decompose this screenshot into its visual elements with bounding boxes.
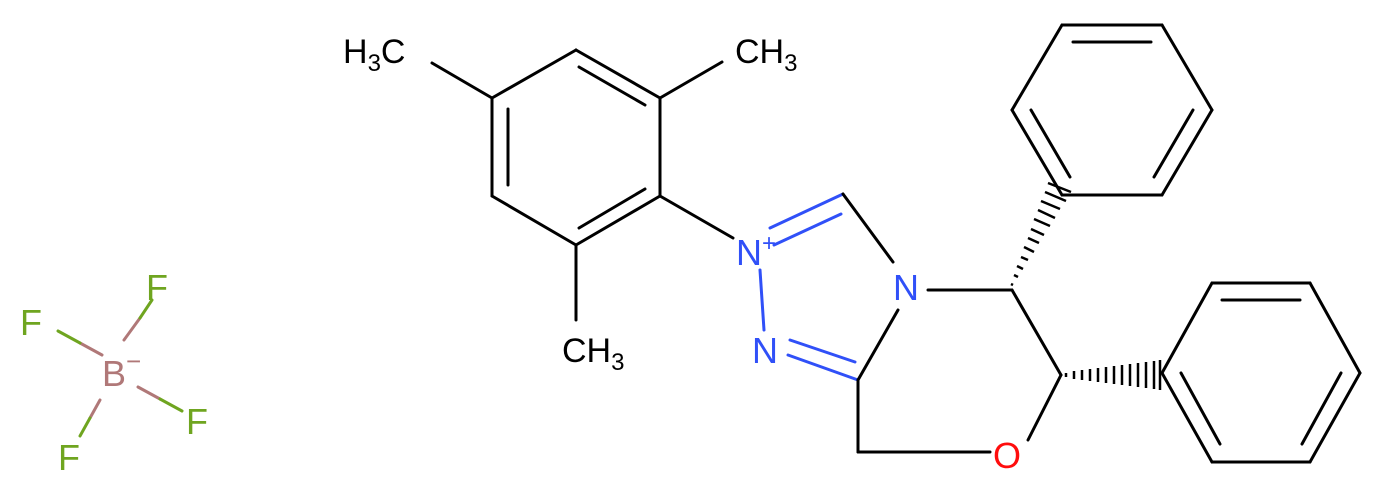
phenyl-ring-bottom <box>1160 281 1362 464</box>
boron-label: B− <box>102 346 141 394</box>
mesityl-ring <box>430 48 735 322</box>
stereo-hash-bonds <box>1010 181 1162 390</box>
nitrogen-low-label: N <box>752 330 778 371</box>
fluorine-label-top: F <box>146 267 168 308</box>
fluorine-label-bottom: F <box>58 437 80 478</box>
bf4-bonds <box>56 298 184 438</box>
fluorine-label-right: F <box>186 401 208 442</box>
oxygen-label: O <box>993 435 1021 476</box>
nitrogen-ring-label: N <box>893 267 919 308</box>
methyl-label-bottom: CH3 <box>562 332 624 376</box>
fluorine-label-left: F <box>20 302 42 343</box>
phenyl-ring-top <box>1010 23 1214 197</box>
triazolium-ring <box>758 192 1063 454</box>
nitrogen-plus-label: N+ <box>736 230 776 273</box>
methyl-label-top-right: CH3 <box>735 33 797 77</box>
methyl-label-top-left: H3C <box>343 33 405 77</box>
